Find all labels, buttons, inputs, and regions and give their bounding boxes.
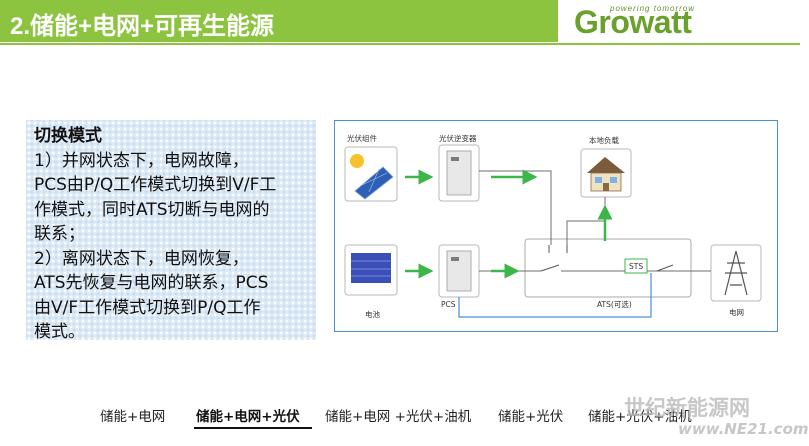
watermark-line2: www.NE21.com — [678, 420, 809, 438]
pcs-label: PCS — [441, 300, 456, 309]
sts-label: STS — [629, 262, 643, 271]
watermark: 世纪新能源网 www.NE21.com — [620, 392, 809, 444]
pv-inverter-label: 光伏逆变器 — [439, 133, 477, 143]
textbox-heading: 切换模式 — [34, 126, 102, 146]
local-load-label: 本地负载 — [589, 135, 619, 145]
watermark-line1: 世纪新能源网 — [624, 396, 750, 420]
energy-flow-arrows — [405, 169, 613, 279]
textbox-line: 2）离网状态下，电网恢复， — [34, 248, 249, 269]
textbox-line: 模式。 — [34, 322, 85, 342]
pv-inverter-node: 光伏逆变器 — [438, 133, 480, 202]
pcs-node: PCS — [438, 244, 480, 309]
ats-node: ATS(可选) STS — [524, 238, 692, 309]
load-feed-line — [566, 197, 606, 245]
nav-item-storage-pv[interactable]: 储能+光伏 — [498, 409, 564, 425]
switch-marks — [540, 245, 674, 272]
system-diagram: 光伏组件 光伏逆变器 本地负载 电池 — [334, 120, 778, 332]
nav-item-storage-pv-diesel[interactable]: 储能+光伏+油机 — [588, 409, 692, 425]
logo-word: Growatt — [574, 4, 692, 40]
header: 2.储能+电网+可再生能源 Growatt powering tomorrow — [0, 0, 800, 45]
textbox-line: 联系； — [34, 224, 85, 244]
textbox-line: ATS先恢复与电网的联系，PCS — [34, 273, 269, 293]
inverter-to-bus-line — [479, 170, 552, 245]
battery-node: 电池 — [344, 244, 398, 319]
logo-tagline: powering tomorrow — [610, 4, 696, 13]
pv-module-node: 光伏组件 — [344, 133, 398, 202]
growatt-logo: Growatt powering tomorrow — [574, 2, 726, 42]
nav-item-storage-grid[interactable]: 储能+电网 — [100, 409, 166, 425]
ats-label: ATS(可选) — [597, 299, 632, 309]
nav-item-storage-grid-pv-diesel[interactable]: 储能+电网 +光伏+油机 — [325, 409, 472, 425]
local-load-node: 本地负载 — [580, 135, 632, 198]
page-title: 2.储能+电网+可再生能源 — [10, 13, 275, 40]
textbox-line: PCS由P/Q工作模式切换到V/F工 — [34, 175, 277, 195]
active-nav-underline — [194, 427, 312, 429]
nav-item-storage-grid-pv[interactable]: 储能+电网+光伏 — [196, 409, 300, 425]
house-icon — [587, 157, 625, 173]
system-diagram-svg: 光伏组件 光伏逆变器 本地负载 电池 — [344, 133, 762, 319]
switch-mode-textbox: 切换模式 1）并网状态下，电网故障， PCS由P/Q工作模式切换到V/F工 作模… — [26, 120, 316, 342]
grid-node: 电网 — [710, 244, 762, 317]
sun-icon — [350, 154, 364, 168]
battery-icon — [351, 253, 391, 283]
textbox-line: 由V/F工作模式切换到P/Q工作 — [34, 297, 261, 318]
control-line — [458, 273, 652, 318]
header-divider — [0, 43, 800, 45]
battery-label: 电池 — [365, 309, 380, 319]
sts-box — [624, 258, 648, 274]
pv-module-label: 光伏组件 — [347, 133, 377, 143]
bottom-nav: 储能+电网 储能+电网+光伏 储能+电网 +光伏+油机 储能+光伏 储能+光伏+… — [0, 400, 800, 430]
textbox-line: 1）并网状态下，电网故障， — [34, 150, 249, 171]
title-bar: 2.储能+电网+可再生能源 — [0, 0, 558, 42]
textbox-line: 作模式，同时ATS切断与电网的 — [34, 199, 270, 220]
grid-label: 电网 — [729, 307, 744, 317]
power-tower-icon — [724, 250, 748, 296]
